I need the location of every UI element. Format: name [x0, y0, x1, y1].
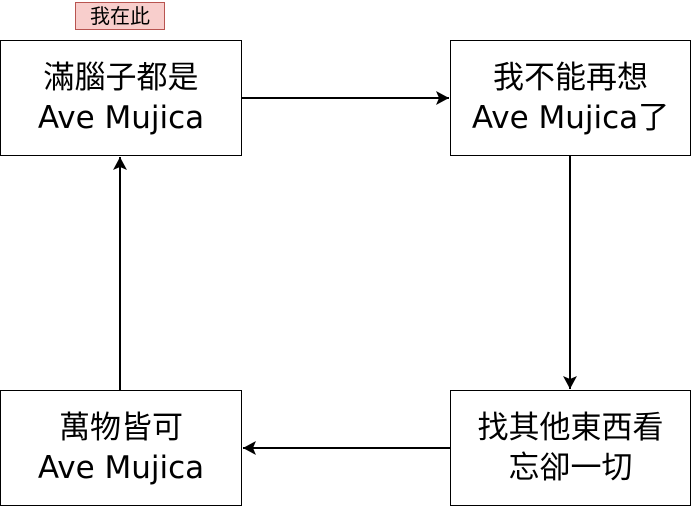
node-bottom-right[interactable]: 找其他東西看 忘卻一切: [450, 390, 691, 506]
node-top-left-line2: Ave Mujica: [37, 100, 205, 136]
node-top-left-line1: 滿腦子都是: [43, 60, 199, 96]
arrowhead-down: [563, 376, 577, 389]
node-top-right-line2: Ave Mujica了: [471, 100, 670, 136]
node-top-left[interactable]: 滿腦子都是 Ave Mujica: [0, 40, 242, 156]
node-bottom-left-line2: Ave Mujica: [37, 450, 205, 486]
you-are-here-tag: 我在此: [75, 2, 165, 30]
arrowhead-left: [243, 441, 256, 455]
node-bottom-left-line1: 萬物皆可: [59, 410, 183, 446]
node-bottom-right-line2: 忘卻一切: [508, 450, 633, 486]
node-top-right-line1: 我不能再想: [493, 60, 648, 96]
node-bottom-left[interactable]: 萬物皆可 Ave Mujica: [0, 390, 242, 506]
arrowhead-up: [113, 157, 127, 170]
arrowhead-right: [436, 91, 449, 105]
node-bottom-right-line1: 找其他東西看: [477, 410, 664, 446]
node-top-right[interactable]: 我不能再想 Ave Mujica了: [450, 40, 691, 156]
